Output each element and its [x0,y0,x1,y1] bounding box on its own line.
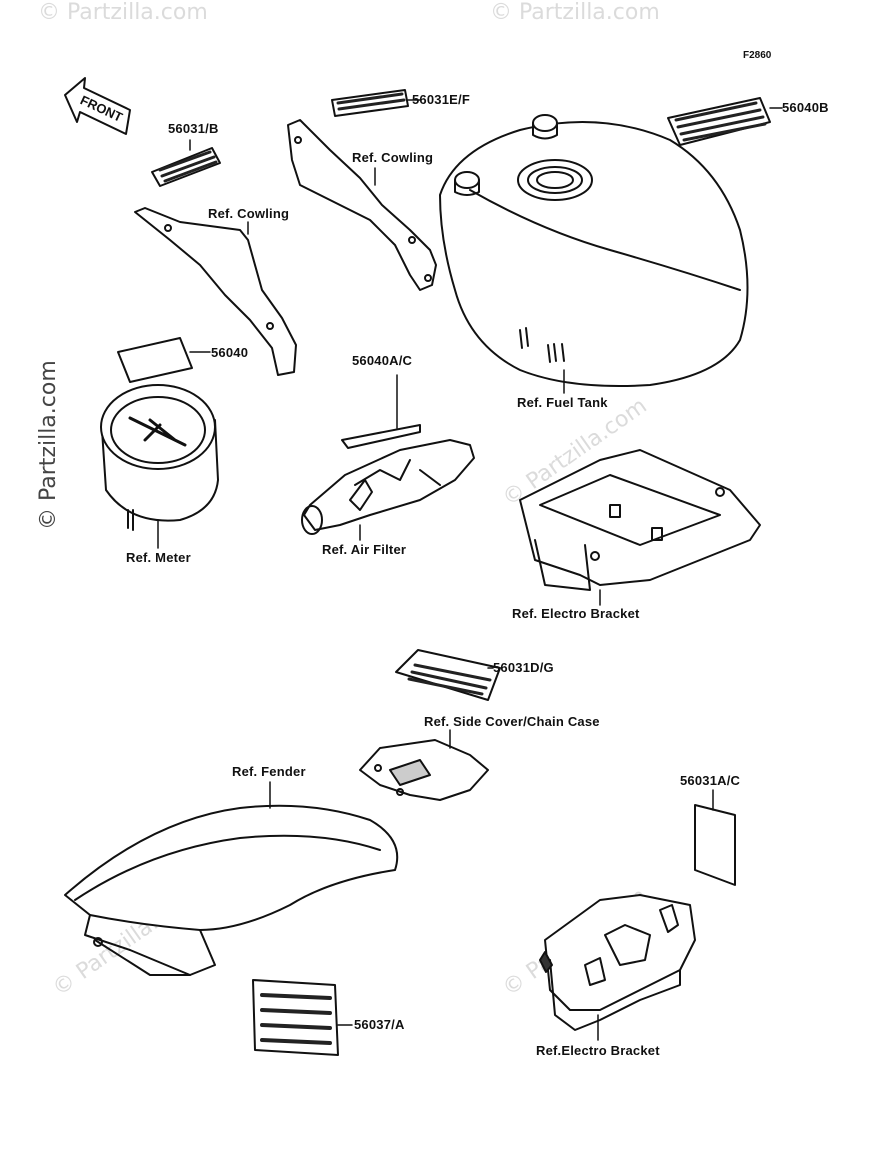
label-56040b: 56040B [782,100,829,115]
label-ref-meter: Ref. Meter [126,550,191,565]
fuel-tank-icon [439,114,749,387]
label-56040ac: 56040A/C [352,353,413,368]
cowling-left-icon [134,207,297,376]
front-arrow-icon: FRONT [64,77,131,135]
air-filter-icon [301,439,475,535]
decal-56040-icon [117,337,193,383]
label-ref-air-filter: Ref. Air Filter [322,542,407,557]
label-ref-fender: Ref. Fender [232,764,306,779]
label-56031ef: 56031E/F [412,92,470,107]
label-ref-electro-bracket-lower: Ref.Electro Bracket [536,1043,660,1058]
label-ref-cowling-left: Ref. Cowling [208,206,290,221]
label-56031b: 56031/B [168,121,219,136]
watermark: © Partzilla.com [38,0,208,25]
label-ref-electro-bracket-upper: Ref. Electro Bracket [512,606,640,621]
label-ref-fuel-tank: Ref. Fuel Tank [517,395,608,410]
decal-56031ef-icon [331,89,409,117]
watermark: © Partzilla.com [490,0,660,25]
electro-bracket-lower-icon [539,894,696,1031]
side-cover-icon [359,739,489,801]
decal-56031dg-icon [395,649,501,701]
diagram-code: F2860 [743,50,772,61]
fender-icon [64,804,399,976]
label-56031dg: 56031D/G [493,660,554,675]
decal-56031b-icon [151,147,221,187]
decal-56031ac-icon [694,804,736,886]
label-56040: 56040 [211,345,249,360]
decal-56040ac-icon [341,424,421,449]
electro-bracket-upper-icon [519,449,761,591]
decal-56037a-icon [252,979,339,1056]
decal-56040b-icon [667,97,771,146]
label-56031ac: 56031A/C [680,773,741,788]
label-56037a: 56037/A [354,1017,405,1032]
label-ref-side-cover: Ref. Side Cover/Chain Case [424,714,600,729]
meter-icon [100,384,219,531]
label-ref-cowling-upper: Ref. Cowling [352,150,434,165]
cowling-upper-icon [287,119,437,291]
